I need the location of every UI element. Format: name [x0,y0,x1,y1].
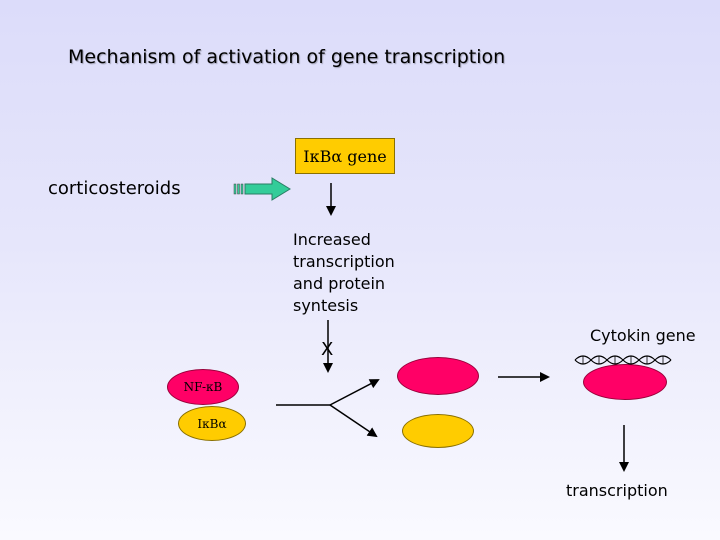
corticosteroids-label: corticosteroids [48,178,181,199]
green-arrow-tail [233,183,244,195]
increased-line-1: Increased [293,230,371,249]
nfkb-label: NF-κB [183,380,223,394]
nfkb-oval: NF-κB [167,369,239,405]
green-arrow [244,177,291,201]
increased-line-4: syntesis [293,296,359,315]
increased-line-3: and protein [293,274,386,293]
cytokin-gene-label: Cytokin gene [590,326,696,345]
dna-rungs [582,356,664,364]
ikba-gene-box: IκBα gene [295,138,395,174]
dna-strand-1 [574,355,672,365]
split-arrow-up [329,379,380,406]
dna-strand-2 [574,355,672,365]
increased-transcription-label: Increased transcription and protein synt… [293,229,423,317]
inhibition-x: X [321,339,333,360]
cytokin-gene-oval [583,364,667,400]
released-ikba-oval [402,414,474,448]
transcription-label: transcription [566,481,668,500]
ikba-oval: IκBα [178,406,246,441]
released-nfkb-oval [397,357,479,395]
ikba-gene-label: IκBα gene [303,146,387,166]
ikba-label: IκBα [197,416,227,431]
split-arrow-down [329,404,378,438]
slide-title: Mechanism of activation of gene transcri… [68,46,506,68]
increased-line-2: transcription [293,252,395,271]
